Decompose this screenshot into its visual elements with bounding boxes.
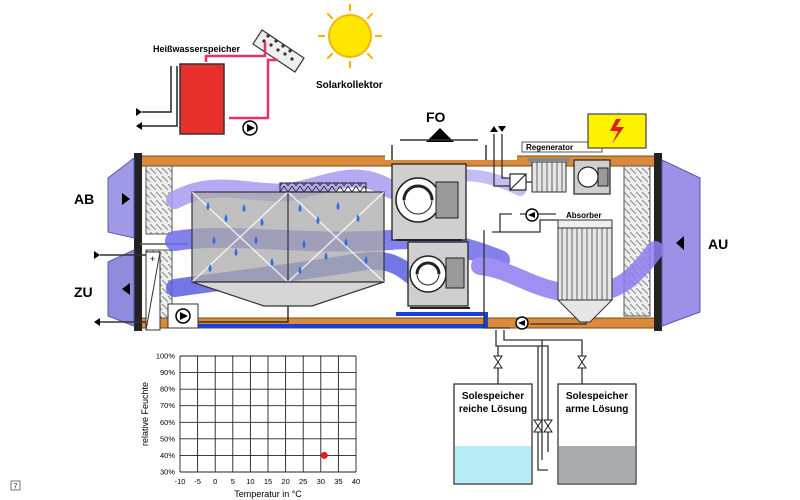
- tank-rich-label-1: Solespeicher: [462, 391, 524, 402]
- solar-collector-label: Solarkollektor: [316, 80, 383, 91]
- chart-y-tick-label: 80%: [160, 385, 175, 394]
- page-number-box: [10, 480, 21, 491]
- outside-air-damper: [623, 165, 651, 317]
- tank-rich-solution: Solespeicher reiche Lösung: [453, 383, 533, 485]
- supply-heater-pipes: [100, 254, 146, 323]
- hot-water-tank: [179, 63, 225, 135]
- arrow-icon: [136, 122, 142, 130]
- solar-collector: [252, 29, 305, 73]
- arrow-icon: [136, 108, 142, 116]
- fan-icon: [407, 241, 470, 309]
- valve-icon: [493, 355, 587, 433]
- label-zu: ZU: [74, 284, 93, 300]
- arrow-icon: [122, 283, 130, 295]
- tank-poor-solution: Solespeicher arme Lösung: [557, 383, 637, 485]
- hot-water-tank-label: Heißwasserspeicher: [153, 44, 241, 54]
- humidity-temperature-chart: 100% 90% 80% 70% 60% 50% 40% 30% 40 35 30 25 20 15 10 5…: [140, 352, 360, 500]
- hot-water-pipes: [142, 42, 278, 127]
- tank-poor-label-1: Solespeicher: [566, 391, 628, 402]
- arrow-icon: [122, 193, 130, 205]
- label-ab: AB: [74, 191, 94, 207]
- chart-x-tick-label: 0: [213, 477, 217, 486]
- chart-y-tick-label: 30%: [160, 468, 175, 477]
- svg-text:+: +: [150, 254, 155, 264]
- fan-icon: [573, 159, 611, 195]
- chart-x-tick-label: 20: [281, 477, 289, 486]
- heat-exchanger-icon: [509, 173, 527, 191]
- label-fo: FO: [426, 109, 446, 125]
- regenerator-pipes: [493, 134, 532, 187]
- absorber-label: Absorber: [566, 211, 602, 220]
- arrow-icon: [490, 126, 498, 132]
- arrow-icon: [498, 126, 506, 132]
- chart-data-point: [320, 451, 328, 459]
- chart-x-tick-label: 25: [299, 477, 307, 486]
- fan-icon: [391, 163, 467, 241]
- pump-icon: [242, 120, 258, 136]
- chart-x-tick-label: -5: [194, 477, 201, 486]
- arrow-icon: [426, 128, 454, 142]
- absorber: Absorber: [556, 211, 614, 323]
- pump-icon: [167, 303, 199, 329]
- water-drops: [206, 202, 368, 274]
- chart-x-tick-label: 5: [231, 477, 235, 486]
- chart-y-tick-label: 100%: [156, 352, 176, 361]
- chart-x-tick-label: 15: [264, 477, 272, 486]
- fo-duct: [391, 139, 487, 160]
- chart-y-tick-label: 60%: [160, 418, 175, 427]
- heat-exchanger-icon: +: [145, 251, 161, 331]
- exhaust-air-hood: [107, 156, 135, 239]
- label-au: AU: [708, 236, 728, 252]
- chart-y-tick-label: 50%: [160, 434, 175, 443]
- chart-y-tick-label: 40%: [160, 451, 175, 460]
- arrow-icon: [676, 236, 684, 250]
- pump-icon: [515, 316, 529, 330]
- supply-air-hood: [107, 249, 135, 327]
- chart-x-axis-label: Temperatur in °C: [234, 489, 302, 499]
- regenerator: Regenerator: [521, 141, 603, 193]
- chart-x-tick-label: -10: [175, 477, 186, 486]
- lightning-icon: [587, 113, 647, 149]
- chart-y-axis-label: relative Feuchte: [140, 382, 150, 446]
- chart-x-tick-label: 30: [317, 477, 325, 486]
- sun-icon: [317, 3, 383, 69]
- chart-x-tick-label: 40: [352, 477, 360, 486]
- tank-feed-pipes: [497, 368, 583, 384]
- arrow-icon: [94, 318, 100, 326]
- chart-x-tick-label: 35: [334, 477, 342, 486]
- chart-y-tick-label: 70%: [160, 401, 175, 410]
- chart-x-tick-label: 10: [246, 477, 254, 486]
- regenerator-label: Regenerator: [526, 143, 573, 152]
- arrow-icon: [94, 251, 100, 259]
- page-number: 7: [14, 484, 18, 491]
- tank-rich-label-2: reiche Lösung: [459, 404, 527, 415]
- pump-icon: [525, 208, 539, 222]
- chart-y-tick-label: 90%: [160, 368, 175, 377]
- tank-poor-label-2: arme Lösung: [566, 404, 629, 415]
